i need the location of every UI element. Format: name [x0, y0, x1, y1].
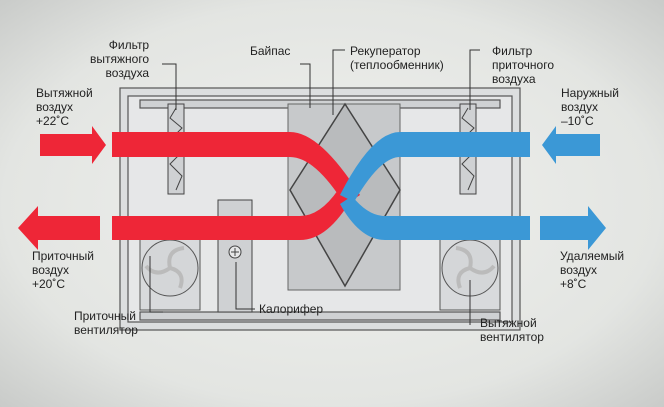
leader-lines — [149, 49, 480, 325]
label-recuperator: Рекуператор (теплообменник) — [350, 44, 444, 72]
outdoor-air-inlet-arrow — [542, 126, 600, 164]
label-removed-air: Удаляемый воздух +8˚С — [560, 249, 625, 291]
exhaust-air-inlet-arrow — [40, 126, 106, 164]
label-supply-filter: Фильтр приточного воздуха — [492, 44, 554, 86]
cold-air-flow — [340, 126, 606, 250]
removed-air-outlet-arrow — [540, 206, 606, 250]
label-exhaust-filter: Фильтр вытяжного воздуха — [90, 38, 150, 80]
label-heater: Калорифер — [259, 302, 324, 316]
warm-air-flow — [18, 126, 360, 250]
supply-air-outlet-arrow — [18, 206, 100, 250]
label-exhaust-air-in: Вытяжной воздух +22˚С — [36, 86, 93, 128]
label-outdoor-air: Наружный воздух –10˚С — [561, 86, 619, 128]
label-exhaust-fan: Вытяжной вентилятор — [480, 316, 544, 344]
label-supply-air-out: Приточный воздух +20˚С — [32, 249, 94, 291]
label-supply-fan: Приточный вентилятор — [74, 309, 138, 337]
label-bypass: Байпас — [250, 44, 291, 58]
